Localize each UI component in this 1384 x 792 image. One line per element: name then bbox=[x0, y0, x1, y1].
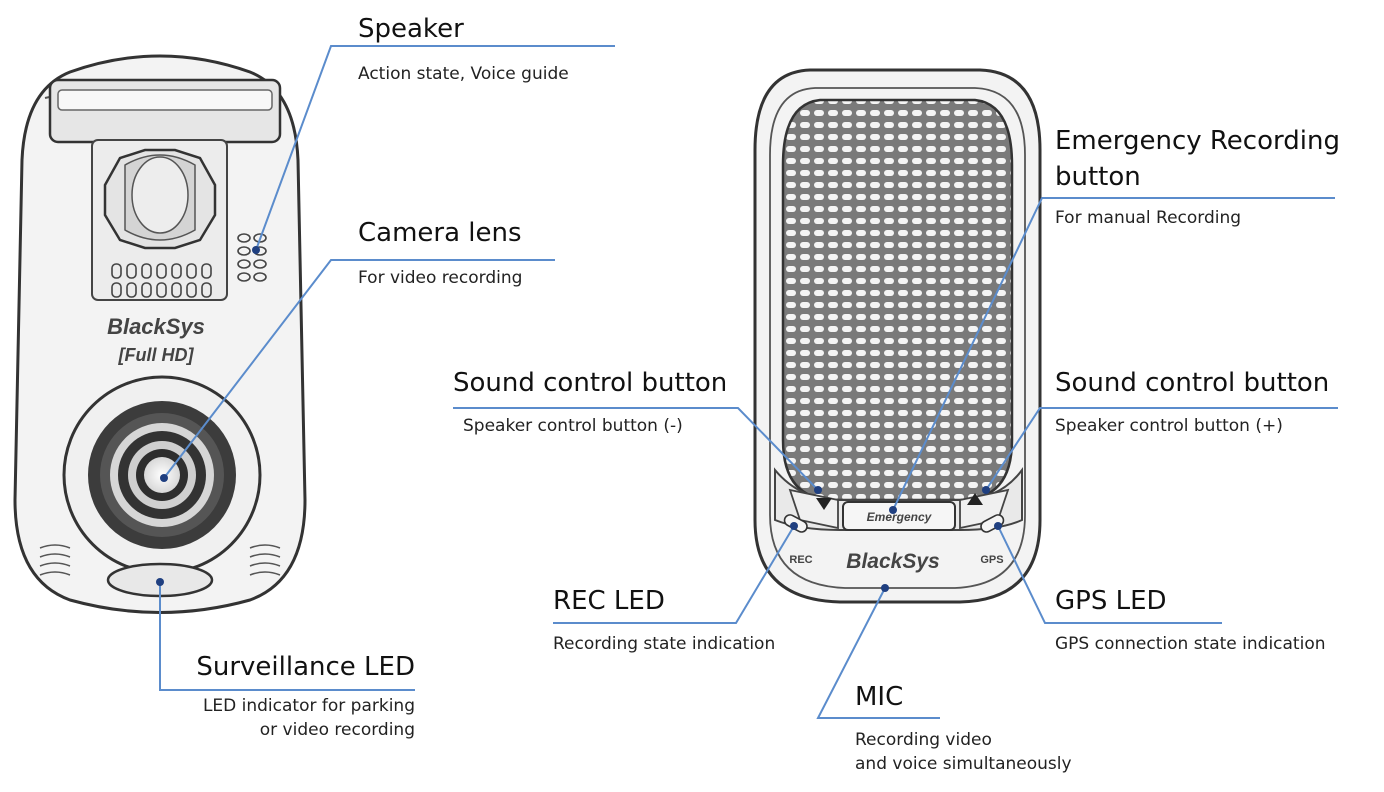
rear-brand: BlackSys bbox=[846, 550, 939, 573]
callout-desc: GPS connection state indication bbox=[1055, 634, 1326, 654]
callout-title: MIC bbox=[855, 682, 904, 712]
callout-desc-line2: and voice simultaneously bbox=[855, 754, 1072, 774]
callout-desc: For video recording bbox=[358, 268, 523, 288]
leader-mic bbox=[816, 587, 940, 719]
gps-led-label: GPS bbox=[980, 554, 1003, 566]
triangle-down-icon bbox=[816, 498, 832, 510]
callout-emergency-button: Emergency Recording button For manual Re… bbox=[1055, 126, 1340, 230]
callout-title: Sound control button bbox=[1055, 368, 1330, 398]
front-brand: BlackSys bbox=[107, 314, 205, 339]
callout-desc-line1: Recording video bbox=[855, 730, 992, 750]
leader-speaker bbox=[255, 45, 615, 251]
leader-emergency bbox=[892, 197, 1335, 511]
callout-desc: Action state, Voice guide bbox=[358, 64, 569, 84]
gps-led: GPS bbox=[980, 514, 1005, 566]
speaker-grille bbox=[781, 98, 1014, 502]
leader-camera-lens bbox=[163, 259, 555, 479]
sound-minus-button[interactable] bbox=[788, 488, 839, 530]
callout-rec-led: REC LED Recording state indication bbox=[553, 586, 775, 656]
callout-desc: For manual Recording bbox=[1055, 208, 1242, 228]
emergency-button[interactable]: Emergency bbox=[842, 501, 956, 531]
callout-title: Surveillance LED bbox=[196, 652, 415, 682]
rec-led-label: REC bbox=[789, 554, 812, 566]
leader-sound-plus bbox=[985, 407, 1338, 491]
callout-mic: MIC Recording video and voice simultaneo… bbox=[855, 682, 1072, 776]
callout-title: Speaker bbox=[358, 14, 464, 44]
emergency-label: Emergency bbox=[867, 510, 933, 524]
callout-title: Camera lens bbox=[358, 218, 522, 248]
callout-sound-minus: Sound control button Speaker control but… bbox=[453, 368, 727, 438]
callout-desc-line2: or video recording bbox=[259, 720, 415, 740]
callout-desc: Speaker control button (-) bbox=[463, 416, 683, 436]
callout-title: Sound control button bbox=[453, 368, 728, 398]
callout-title: GPS LED bbox=[1055, 586, 1167, 616]
callout-surveillance-led: Surveillance LED LED indicator for parki… bbox=[150, 652, 415, 742]
triangle-up-icon bbox=[967, 493, 983, 505]
leader-rec-led bbox=[553, 525, 795, 624]
callout-desc-line1: LED indicator for parking bbox=[202, 696, 415, 716]
front-model: [Full HD] bbox=[118, 345, 195, 365]
callout-desc: Speaker control button (+) bbox=[1055, 416, 1283, 436]
rear-device: Emergency REC GPS BlackSys bbox=[753, 68, 1042, 604]
callout-desc: Recording state indication bbox=[553, 634, 776, 654]
front-device: BlackSys [Full HD] bbox=[13, 54, 307, 614]
callout-camera-lens: Camera lens For video recording bbox=[358, 218, 522, 290]
callout-speaker: Speaker Action state, Voice guide bbox=[358, 14, 569, 86]
speaker-holes bbox=[237, 233, 267, 282]
leader-lines bbox=[156, 45, 1338, 719]
callout-gps-led: GPS LED GPS connection state indication bbox=[1055, 586, 1326, 656]
callout-title: REC LED bbox=[553, 586, 665, 616]
callout-title-line1: Emergency Recording bbox=[1055, 126, 1340, 156]
leader-sound-minus bbox=[453, 407, 819, 491]
callout-sound-plus: Sound control button Speaker control but… bbox=[1055, 368, 1329, 438]
callout-title-line2: button bbox=[1055, 162, 1141, 192]
leader-gps-led bbox=[997, 525, 1222, 624]
leader-surveillance-led bbox=[159, 582, 415, 691]
vent-slots bbox=[111, 263, 212, 298]
